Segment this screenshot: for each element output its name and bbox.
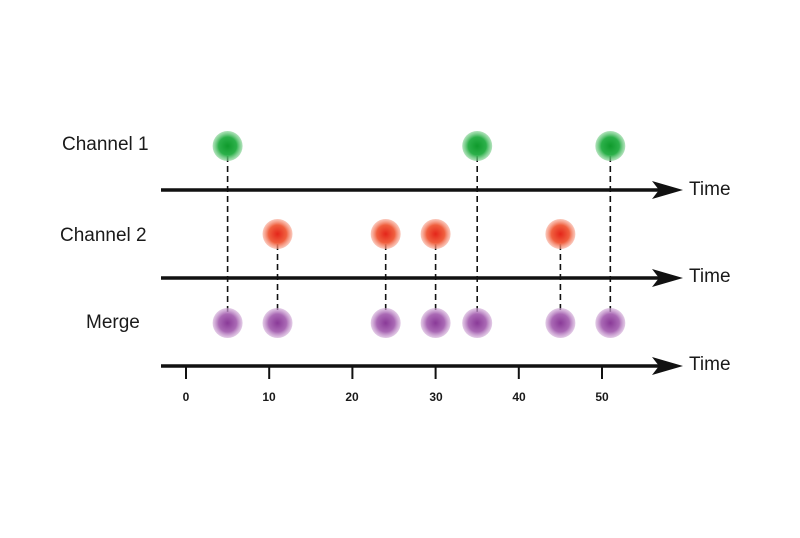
channel-1-event-dot — [462, 131, 493, 161]
merge-event-dot — [595, 308, 626, 338]
merge-event-dot — [212, 308, 243, 338]
tick-label-10: 10 — [262, 390, 276, 404]
channel-2-event-dot — [545, 219, 576, 249]
arrowhead-icon — [652, 181, 683, 199]
arrowhead-icon — [652, 269, 683, 287]
tick-label-50: 50 — [595, 390, 609, 404]
channel-2-event-dot — [420, 219, 451, 249]
merge-event-dot — [545, 308, 576, 338]
time-axes — [161, 181, 683, 379]
merge-event-dot — [262, 308, 293, 338]
merge-event-dot — [462, 308, 493, 338]
tick-label-0: 0 — [182, 390, 190, 404]
time-axis-label-2: Time — [689, 266, 731, 287]
tick-label-30: 30 — [429, 390, 443, 404]
channel-2-event-dot — [262, 219, 293, 249]
merge-event-dot — [420, 308, 451, 338]
time-axis-label-3: Time — [689, 354, 731, 375]
channel-1-event-dot — [212, 131, 243, 161]
time-axis-label-1: Time — [689, 179, 731, 200]
event-dots — [212, 131, 626, 338]
channel-2-event-dot — [370, 219, 401, 249]
tick-label-40: 40 — [512, 390, 526, 404]
merge-event-dot — [370, 308, 401, 338]
merge-label: Merge — [86, 312, 140, 333]
arrowhead-icon — [652, 357, 683, 375]
tick-label-20: 20 — [345, 390, 359, 404]
channel-1-event-dot — [595, 131, 626, 161]
channel-1-label: Channel 1 — [62, 134, 149, 155]
channel-2-label: Channel 2 — [60, 225, 147, 246]
